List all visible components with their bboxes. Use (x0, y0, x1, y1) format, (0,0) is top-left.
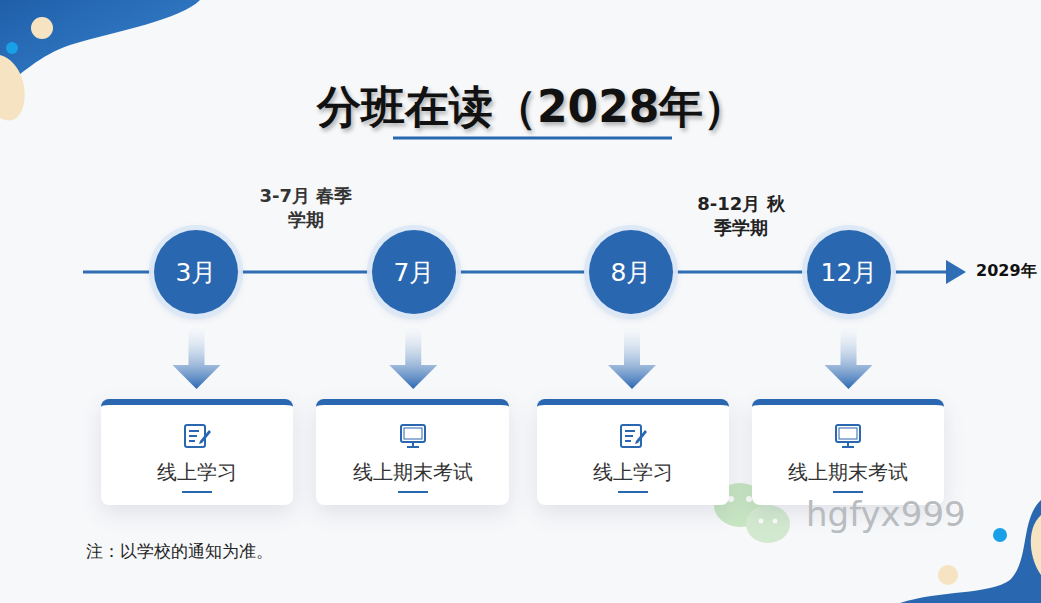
month-circle: 12月 (807, 230, 891, 314)
corner-blob (0, 55, 25, 120)
deco-dot (993, 528, 1007, 542)
term-label: 3-7月 春季学期 (256, 184, 356, 232)
note: 注：以学校的通知为准。 (86, 540, 273, 563)
deco-dot (6, 42, 18, 54)
timeline-segment (456, 271, 589, 274)
title-underline (393, 137, 672, 140)
down-arrow (608, 324, 656, 389)
term-label: 8-12月 秋季学期 (691, 192, 791, 240)
activity-card: 线上学习 (537, 399, 729, 505)
corner-blob (0, 0, 200, 90)
timeline-segment (673, 271, 807, 274)
activity-label: 线上期末考试 (353, 459, 473, 486)
month-label: 3月 (176, 256, 217, 289)
down-arrow (389, 324, 437, 389)
month-circle: 3月 (154, 230, 238, 314)
monitor-icon (398, 421, 428, 451)
timeline-arrowhead (946, 260, 966, 284)
activity-label: 线上学习 (593, 459, 673, 486)
watermark: hgfyx999 (806, 494, 966, 534)
monitor-icon (833, 421, 863, 451)
down-arrow (825, 324, 873, 389)
corner-blob (1031, 515, 1041, 575)
activity-label: 线上期末考试 (788, 459, 908, 486)
notepad-icon (182, 421, 212, 451)
timeline-segment (238, 271, 372, 274)
activity-card: 线上学习 (101, 399, 293, 505)
month-label: 8月 (611, 256, 652, 289)
title: 分班在读（2028年） (317, 78, 747, 137)
month-label: 12月 (821, 256, 878, 289)
timeline-start (83, 271, 153, 274)
month-circle: 8月 (589, 230, 673, 314)
notepad-icon (618, 421, 648, 451)
timeline-end-label: 2029年 (976, 261, 1037, 282)
deco-dot (31, 17, 53, 39)
activity-card: 线上期末考试 (752, 399, 944, 505)
timeline-end (892, 271, 950, 274)
activity-label: 线上学习 (157, 459, 237, 486)
down-arrow (173, 324, 221, 389)
month-label: 7月 (394, 256, 435, 289)
deco-dot (938, 565, 958, 585)
month-circle: 7月 (372, 230, 456, 314)
activity-card: 线上期末考试 (316, 399, 509, 505)
